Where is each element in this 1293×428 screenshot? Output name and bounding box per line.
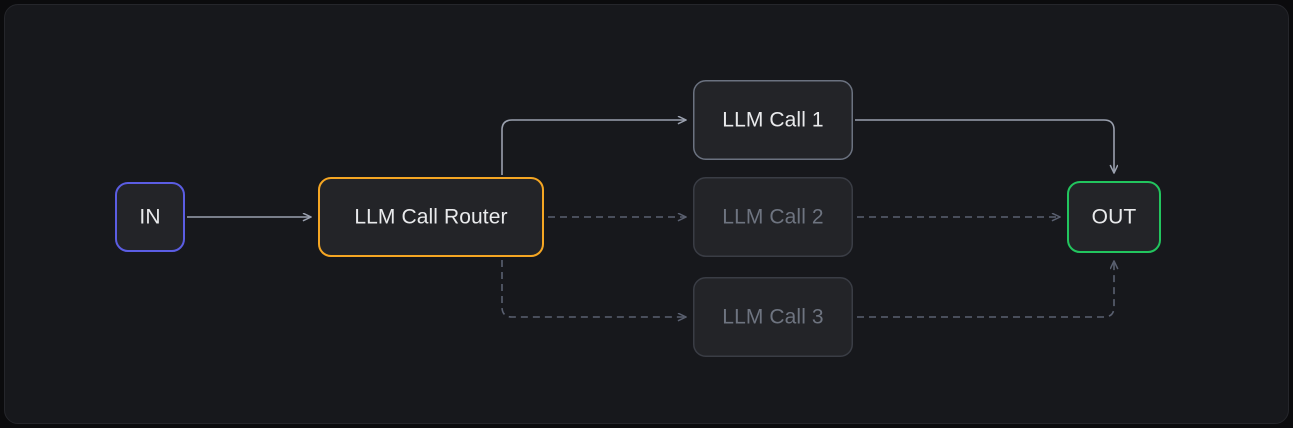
node-label-in: IN [139, 206, 160, 229]
node-label-router: LLM Call Router [354, 206, 507, 229]
edge-router-to-call3 [501, 260, 686, 317]
node-label-call3: LLM Call 3 [722, 306, 823, 329]
node-call2[interactable]: LLM Call 2 [693, 177, 853, 257]
node-box-out [1067, 181, 1161, 253]
node-label-call2: LLM Call 2 [722, 206, 823, 229]
node-label-call1: LLM Call 1 [722, 109, 823, 132]
node-box-in [115, 182, 185, 252]
edge-call3-to-out [857, 261, 1114, 318]
node-router[interactable]: LLM Call Router [318, 177, 544, 257]
node-out[interactable]: OUT [1067, 181, 1161, 253]
node-call1[interactable]: LLM Call 1 [693, 80, 853, 160]
node-in[interactable]: IN [115, 182, 185, 252]
node-call3[interactable]: LLM Call 3 [693, 277, 853, 357]
node-box-call1 [693, 80, 853, 160]
node-box-call2 [693, 177, 853, 257]
diagram-panel: IN LLM Call Router LLM Call 1 LLM Call 2 LLM… [4, 4, 1289, 424]
node-layer: IN LLM Call Router LLM Call 1 LLM Call 2 LLM… [115, 80, 1161, 357]
node-box-call3 [693, 277, 853, 357]
edge-router-to-call1 [501, 120, 686, 175]
edge-call1-to-out [855, 119, 1114, 173]
flow-diagram: IN LLM Call Router LLM Call 1 LLM Call 2 LLM… [115, 80, 1161, 357]
node-box-router [318, 177, 544, 257]
node-label-out: OUT [1092, 206, 1137, 229]
edge-layer [187, 120, 1114, 317]
